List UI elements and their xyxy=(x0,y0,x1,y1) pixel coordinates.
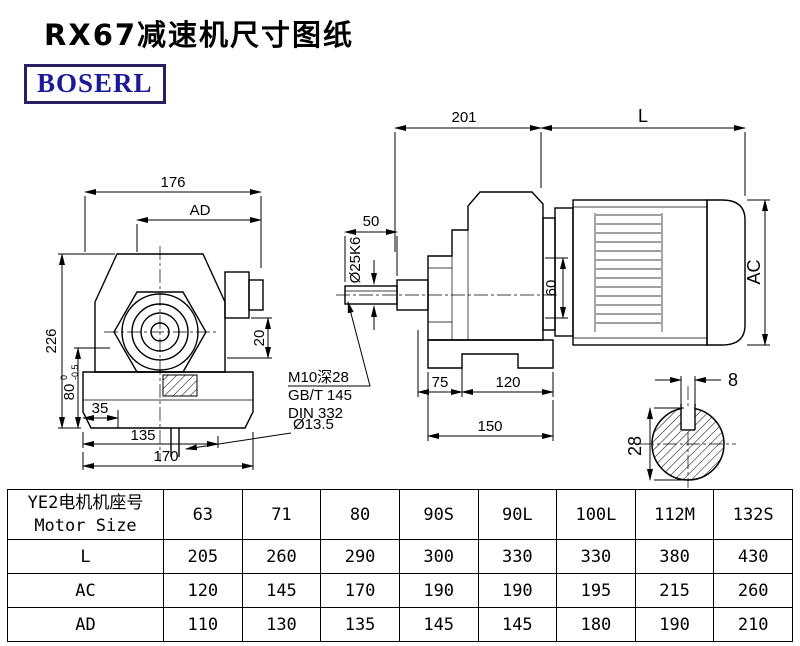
frame-size-90l: 90L xyxy=(477,489,558,540)
dim-150-label: 150 xyxy=(477,418,502,435)
dim-60-label: 60 xyxy=(543,280,560,297)
dim-176-label: 176 xyxy=(160,174,185,191)
frame-size-132s: 132S xyxy=(713,489,793,540)
value-cell: 190 xyxy=(398,573,479,608)
frame-size-80: 80 xyxy=(320,489,400,540)
front-side-boss xyxy=(224,271,250,319)
tap-spec-label: M10深28 xyxy=(288,369,349,386)
value-cell: 300 xyxy=(398,539,479,574)
value-cell: 190 xyxy=(477,573,558,608)
boserl-logo: BOSERL xyxy=(24,64,166,104)
table-row-AD: AD 110 130 135 145 145 180 190 210 xyxy=(7,607,793,642)
value-cell: 145 xyxy=(477,607,558,642)
boserl-logo-text: BOSERL xyxy=(37,68,153,98)
dim-28-label: 28 xyxy=(625,436,645,456)
side-view-dimensions: 201 L 50 Ø25K6 60 AC M10深28 GB/T 145 DIN… xyxy=(288,106,770,441)
page-title: RX67减速机尺寸图纸 xyxy=(44,18,355,52)
gb-standard-label: GB/T 145 xyxy=(288,387,352,404)
gearbox-feet xyxy=(427,339,554,369)
dim-80-label: 80 xyxy=(61,384,78,401)
value-cell: 260 xyxy=(241,539,322,574)
dim-50-label: 50 xyxy=(363,213,380,230)
row-label-AC: AC xyxy=(7,573,164,608)
value-cell: 110 xyxy=(163,607,243,642)
frame-size-100l: 100L xyxy=(556,489,636,540)
value-cell: 430 xyxy=(713,539,793,574)
din-standard-label: DIN 332 xyxy=(288,405,343,422)
dim-201-label: 201 xyxy=(451,109,476,126)
dim-226-label: 226 xyxy=(43,328,60,353)
gearbox-housing xyxy=(427,191,544,341)
front-view-dimensions: 176 AD 226 80 0 -0.5 35 135 170 xyxy=(43,174,334,470)
value-cell: 215 xyxy=(634,573,715,608)
technical-drawing: 176 AD 226 80 0 -0.5 35 135 170 xyxy=(43,106,770,488)
value-cell: 195 xyxy=(556,573,636,608)
value-cell: 290 xyxy=(320,539,400,574)
front-hatch-section xyxy=(162,374,198,397)
value-cell: 205 xyxy=(163,539,243,574)
dim-35-label: 35 xyxy=(92,400,109,417)
shaft-dia-label: Ø25K6 xyxy=(347,237,364,284)
shaft-end-view: 8 28 xyxy=(625,370,738,488)
value-cell: 145 xyxy=(241,573,322,608)
value-cell: 145 xyxy=(398,607,479,642)
frame-size-63: 63 xyxy=(163,489,243,540)
table-row-L: L 205 260 290 300 330 330 380 430 xyxy=(7,539,793,574)
table-header-row: YE2电机机座号 Motor Size 63 71 80 90S 90L 100… xyxy=(7,489,793,540)
dim-75-label: 75 xyxy=(432,374,449,391)
value-cell: 120 xyxy=(163,573,243,608)
dim-80-tol-lower: -0.5 xyxy=(70,364,80,380)
value-cell: 135 xyxy=(320,607,400,642)
value-cell: 190 xyxy=(634,607,715,642)
front-base-plate xyxy=(82,371,254,429)
table-row-AC: AC 120 145 170 190 190 195 215 260 xyxy=(7,573,793,608)
value-cell: 260 xyxy=(713,573,793,608)
hole-dia-label: Ø13.5 xyxy=(293,416,334,433)
dim-ac-label: AC xyxy=(744,259,764,284)
value-cell: 380 xyxy=(634,539,715,574)
dim-80-tol-upper: 0 xyxy=(59,375,69,380)
dim-8-label: 8 xyxy=(728,370,738,390)
motor-size-header: YE2电机机座号 Motor Size xyxy=(7,489,164,540)
value-cell: 130 xyxy=(241,607,322,642)
value-cell: 330 xyxy=(556,539,636,574)
dim-ad-label: AD xyxy=(190,202,211,219)
dim-L-label: L xyxy=(638,106,648,126)
value-cell: 170 xyxy=(320,573,400,608)
dimension-table: YE2电机机座号 Motor Size 63 71 80 90S 90L 100… xyxy=(7,489,793,642)
dim-170-label: 170 xyxy=(153,448,178,465)
motor-fan-cover xyxy=(706,199,746,346)
value-cell: 330 xyxy=(477,539,558,574)
side-view xyxy=(336,191,746,369)
dim-120-label: 120 xyxy=(495,374,520,391)
frame-size-112m: 112M xyxy=(634,489,715,540)
motor-size-header-en: Motor Size xyxy=(34,515,137,536)
value-cell: 180 xyxy=(556,607,636,642)
value-cell: 210 xyxy=(713,607,793,642)
row-label-L: L xyxy=(7,539,164,574)
frame-size-90s: 90S xyxy=(398,489,479,540)
front-view xyxy=(82,246,264,462)
row-label-AD: AD xyxy=(7,607,164,642)
dim-20-label: 20 xyxy=(251,330,268,347)
frame-size-71: 71 xyxy=(241,489,322,540)
dim-135-label: 135 xyxy=(130,427,155,444)
motor-size-header-cn: YE2电机机座号 xyxy=(27,492,144,513)
front-hex-flange xyxy=(113,291,207,373)
